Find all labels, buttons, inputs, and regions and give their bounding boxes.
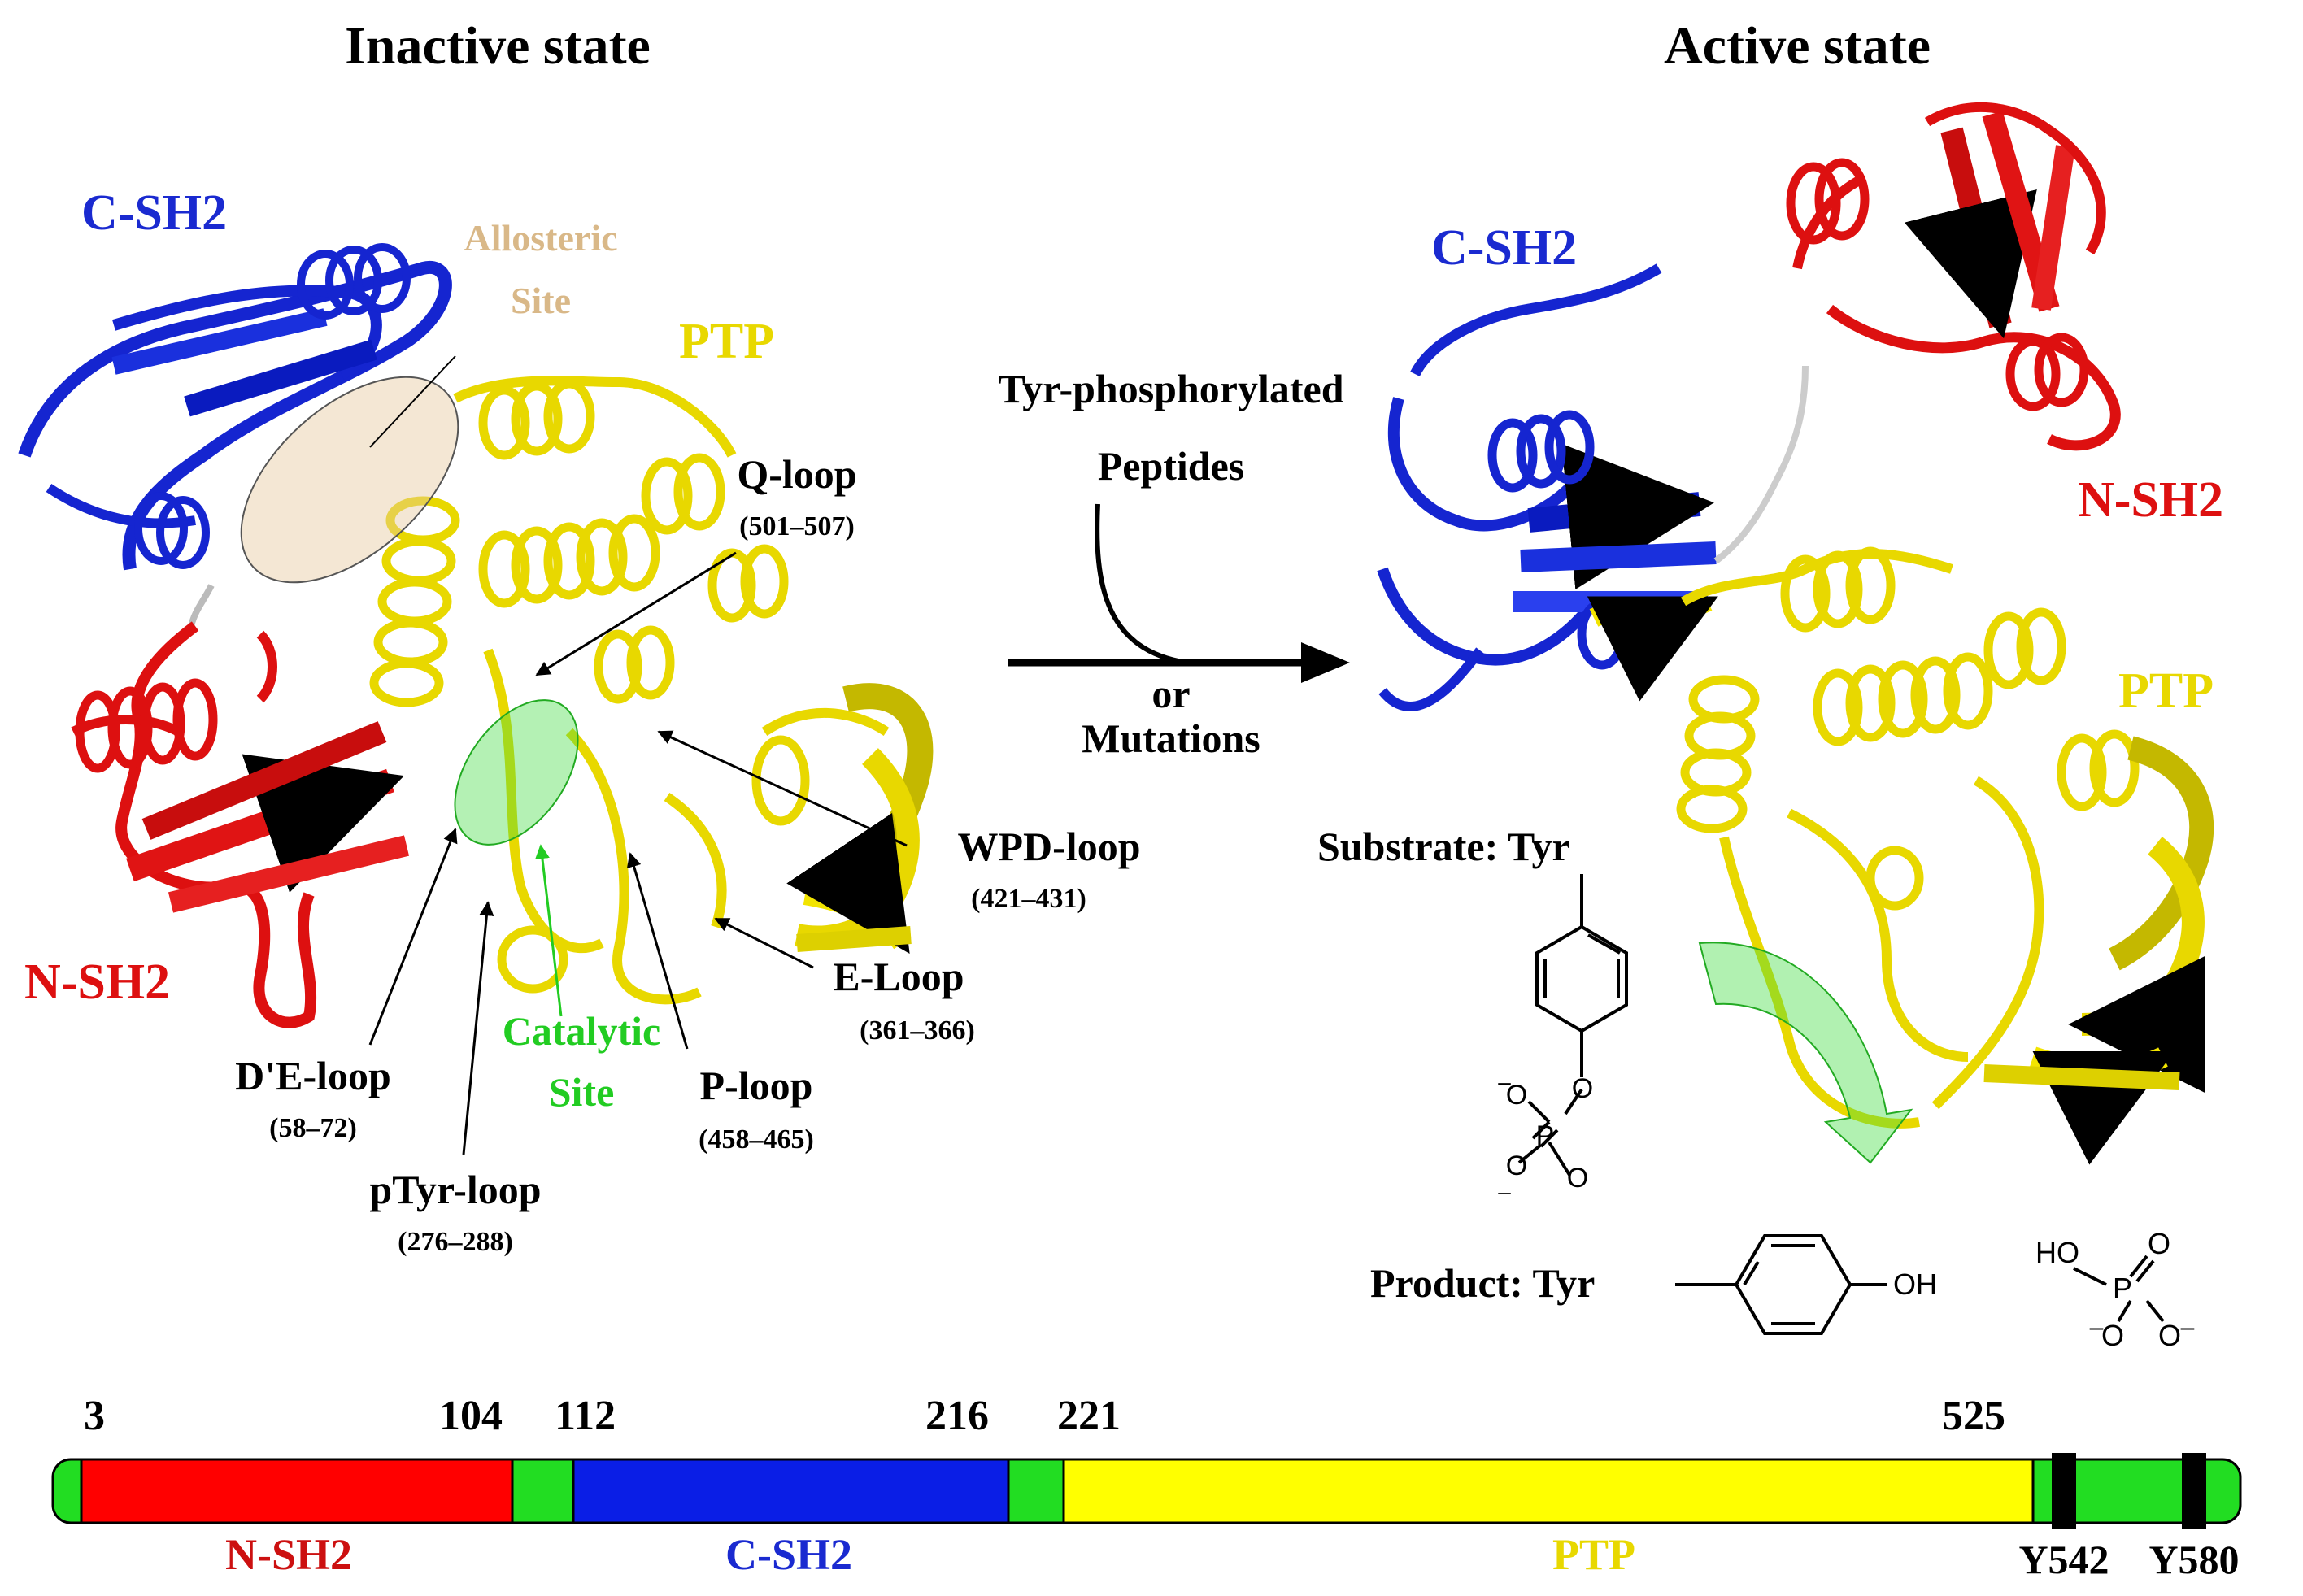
inactive-csh2-label: C-SH2	[81, 185, 227, 241]
transition-line2: Peptides	[1098, 443, 1245, 489]
phosphate-charge-left: –	[2090, 1314, 2104, 1341]
inactive-structure: C-SH2 N-SH2 PTP Allosteric Site Catalyti…	[18, 185, 1141, 1257]
active-nsh2-domain	[1786, 102, 2121, 451]
de-loop-label: D'E-loop	[235, 1053, 391, 1098]
substrate-charge-2: –	[1498, 1179, 1511, 1204]
catalytic-pointer	[534, 844, 563, 1017]
tyrosine-marker-y580	[2182, 1453, 2206, 1529]
phosphate-p: P	[2113, 1272, 2132, 1305]
bar-label-csh2: C-SH2	[725, 1530, 852, 1579]
wpd-loop-range: (421–431)	[971, 884, 1086, 914]
allosteric-label-line2: Site	[511, 280, 571, 321]
substrate-p: P	[1536, 1120, 1555, 1151]
substrate-label: Substrate: Tyr	[1317, 824, 1570, 869]
product-molecule	[1675, 1234, 2165, 1335]
phosphate-o-top: O	[2148, 1227, 2170, 1260]
residue-221: 221	[1057, 1393, 1121, 1439]
residue-3: 3	[84, 1393, 105, 1439]
e-loop-pointer	[714, 917, 814, 969]
wpd-loop-pointer	[657, 730, 908, 847]
q-loop-pointer	[535, 551, 737, 676]
p-loop-pointer	[626, 852, 689, 1050]
catalytic-label-line1: Catalytic	[503, 1008, 660, 1054]
active-ptp-label: PTP	[2118, 663, 2214, 719]
p-loop-label: P-loop	[700, 1063, 813, 1108]
product-oh: OH	[1893, 1268, 1937, 1301]
residue-104: 104	[439, 1393, 503, 1439]
q-loop-label: Q-loop	[737, 451, 856, 497]
transition-line1: Tyr-phosphorylated	[998, 366, 1343, 411]
bar-label-y580: Y580	[2148, 1537, 2239, 1582]
transition-mutations: Mutations	[1082, 715, 1260, 761]
substrate-o-ester: O	[1572, 1073, 1593, 1104]
phosphate-ho: HO	[2035, 1236, 2079, 1269]
substrate-charge-1: –	[1498, 1069, 1511, 1094]
domain-segment-ptp	[1062, 1458, 2035, 1524]
substrate-o-1: O	[1506, 1080, 1527, 1111]
ptyr-loop-range: (276–288)	[398, 1227, 513, 1257]
active-structure: C-SH2 N-SH2 PTP Substrate: Tyr O P O O O…	[1317, 102, 2223, 1352]
inactive-nsh2-label: N-SH2	[24, 955, 170, 1010]
q-loop-range: (501–507)	[739, 511, 855, 541]
de-loop-range: (58–72)	[269, 1113, 357, 1143]
active-nsh2-label: N-SH2	[2078, 472, 2223, 528]
inactive-csh2-domain	[18, 243, 452, 571]
transition-arrowhead	[1301, 642, 1350, 683]
active-catalytic-arrow	[1698, 942, 1913, 1164]
catalytic-site-region	[454, 699, 579, 846]
inactive-nsh2-domain	[71, 621, 410, 1028]
ptyr-loop-label: pTyr-loop	[369, 1167, 541, 1212]
domain-segment-c-sh2	[572, 1458, 1010, 1524]
transition: Tyr-phosphorylated Peptides or Mutations	[998, 366, 1350, 761]
de-loop-pointer	[368, 828, 458, 1046]
wpd-loop-label: WPD-loop	[958, 824, 1141, 869]
substrate-o-2: O	[1567, 1163, 1588, 1194]
residue-525: 525	[1942, 1393, 2005, 1439]
residue-216: 216	[925, 1393, 989, 1439]
allosteric-label-line1: Allosteric	[464, 217, 617, 259]
catalytic-label-line2: Site	[549, 1069, 615, 1115]
bar-label-ptp: PTP	[1552, 1530, 1635, 1579]
inactive-ptp-label: PTP	[679, 314, 774, 369]
active-ptp-domain	[1587, 546, 2214, 1165]
product-label: Product: Tyr	[1370, 1260, 1595, 1306]
tyrosine-marker-y542	[2052, 1453, 2076, 1529]
active-csh2-label: C-SH2	[1431, 220, 1577, 276]
ptyr-loop-pointer	[462, 901, 494, 1155]
allosteric-site-region	[240, 376, 459, 584]
e-loop-label: E-Loop	[833, 954, 964, 999]
domain-segment-n-sh2	[80, 1458, 514, 1524]
transition-or: or	[1152, 671, 1190, 716]
active-heading: Active state	[1664, 16, 1931, 76]
substrate-molecule	[1517, 874, 1628, 1176]
domain-bar: 3 104 112 216 221 525 N-SH2 C-SH2 PTP Y5…	[51, 1393, 2242, 1582]
phosphate-o-right: O	[2158, 1319, 2181, 1352]
e-loop-range: (361–366)	[860, 1015, 975, 1046]
residue-112: 112	[555, 1393, 616, 1439]
bar-label-y542: Y542	[2018, 1537, 2109, 1582]
bar-label-nsh2: N-SH2	[225, 1530, 352, 1579]
active-csh2-domain	[1377, 263, 1717, 711]
allosteric-pointer	[369, 355, 456, 448]
inactive-heading: Inactive state	[345, 16, 651, 76]
phosphate-o-left: O	[2101, 1319, 2124, 1352]
transition-curve	[1095, 503, 1188, 665]
p-loop-range: (458–465)	[699, 1124, 814, 1155]
phosphate-charge-right: –	[2181, 1314, 2195, 1341]
inactive-ptp-domain	[369, 376, 934, 1005]
substrate-o-3: O	[1506, 1150, 1527, 1181]
